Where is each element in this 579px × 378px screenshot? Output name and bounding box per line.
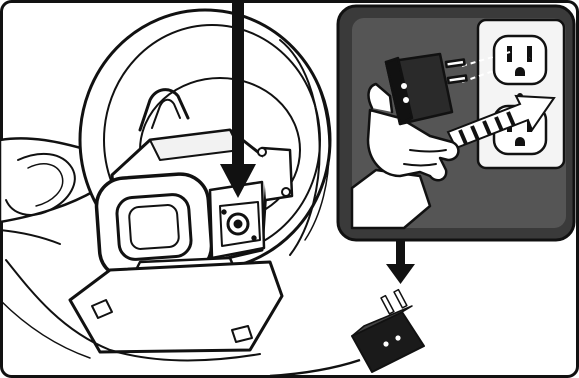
inset-panel [338,6,574,240]
loose-adapter-hole-1 [383,341,388,346]
down-arrow-shaft [232,0,244,168]
bracket-bolt-top [258,148,266,156]
adapter-prong-top [446,59,465,66]
device-base-slot-right [232,326,252,342]
wall-outlet-icon [478,20,564,168]
screw-left [222,210,226,214]
bracket-bolt-bottom [282,188,290,196]
outlet-slot-top-right [527,46,532,62]
adapter-hole-2 [403,97,409,103]
outlet-socket-top [494,36,546,84]
charge-port-pin [234,220,242,228]
adapter-prong-bottom [448,75,467,82]
small-down-arrow-shaft [396,240,405,266]
loose-adapter-hole-2 [395,335,400,340]
outlet-slot-top-left [507,46,512,62]
device-front-lens-inner [129,204,180,249]
screw-right [252,236,256,240]
adapter-hole-1 [401,83,407,89]
